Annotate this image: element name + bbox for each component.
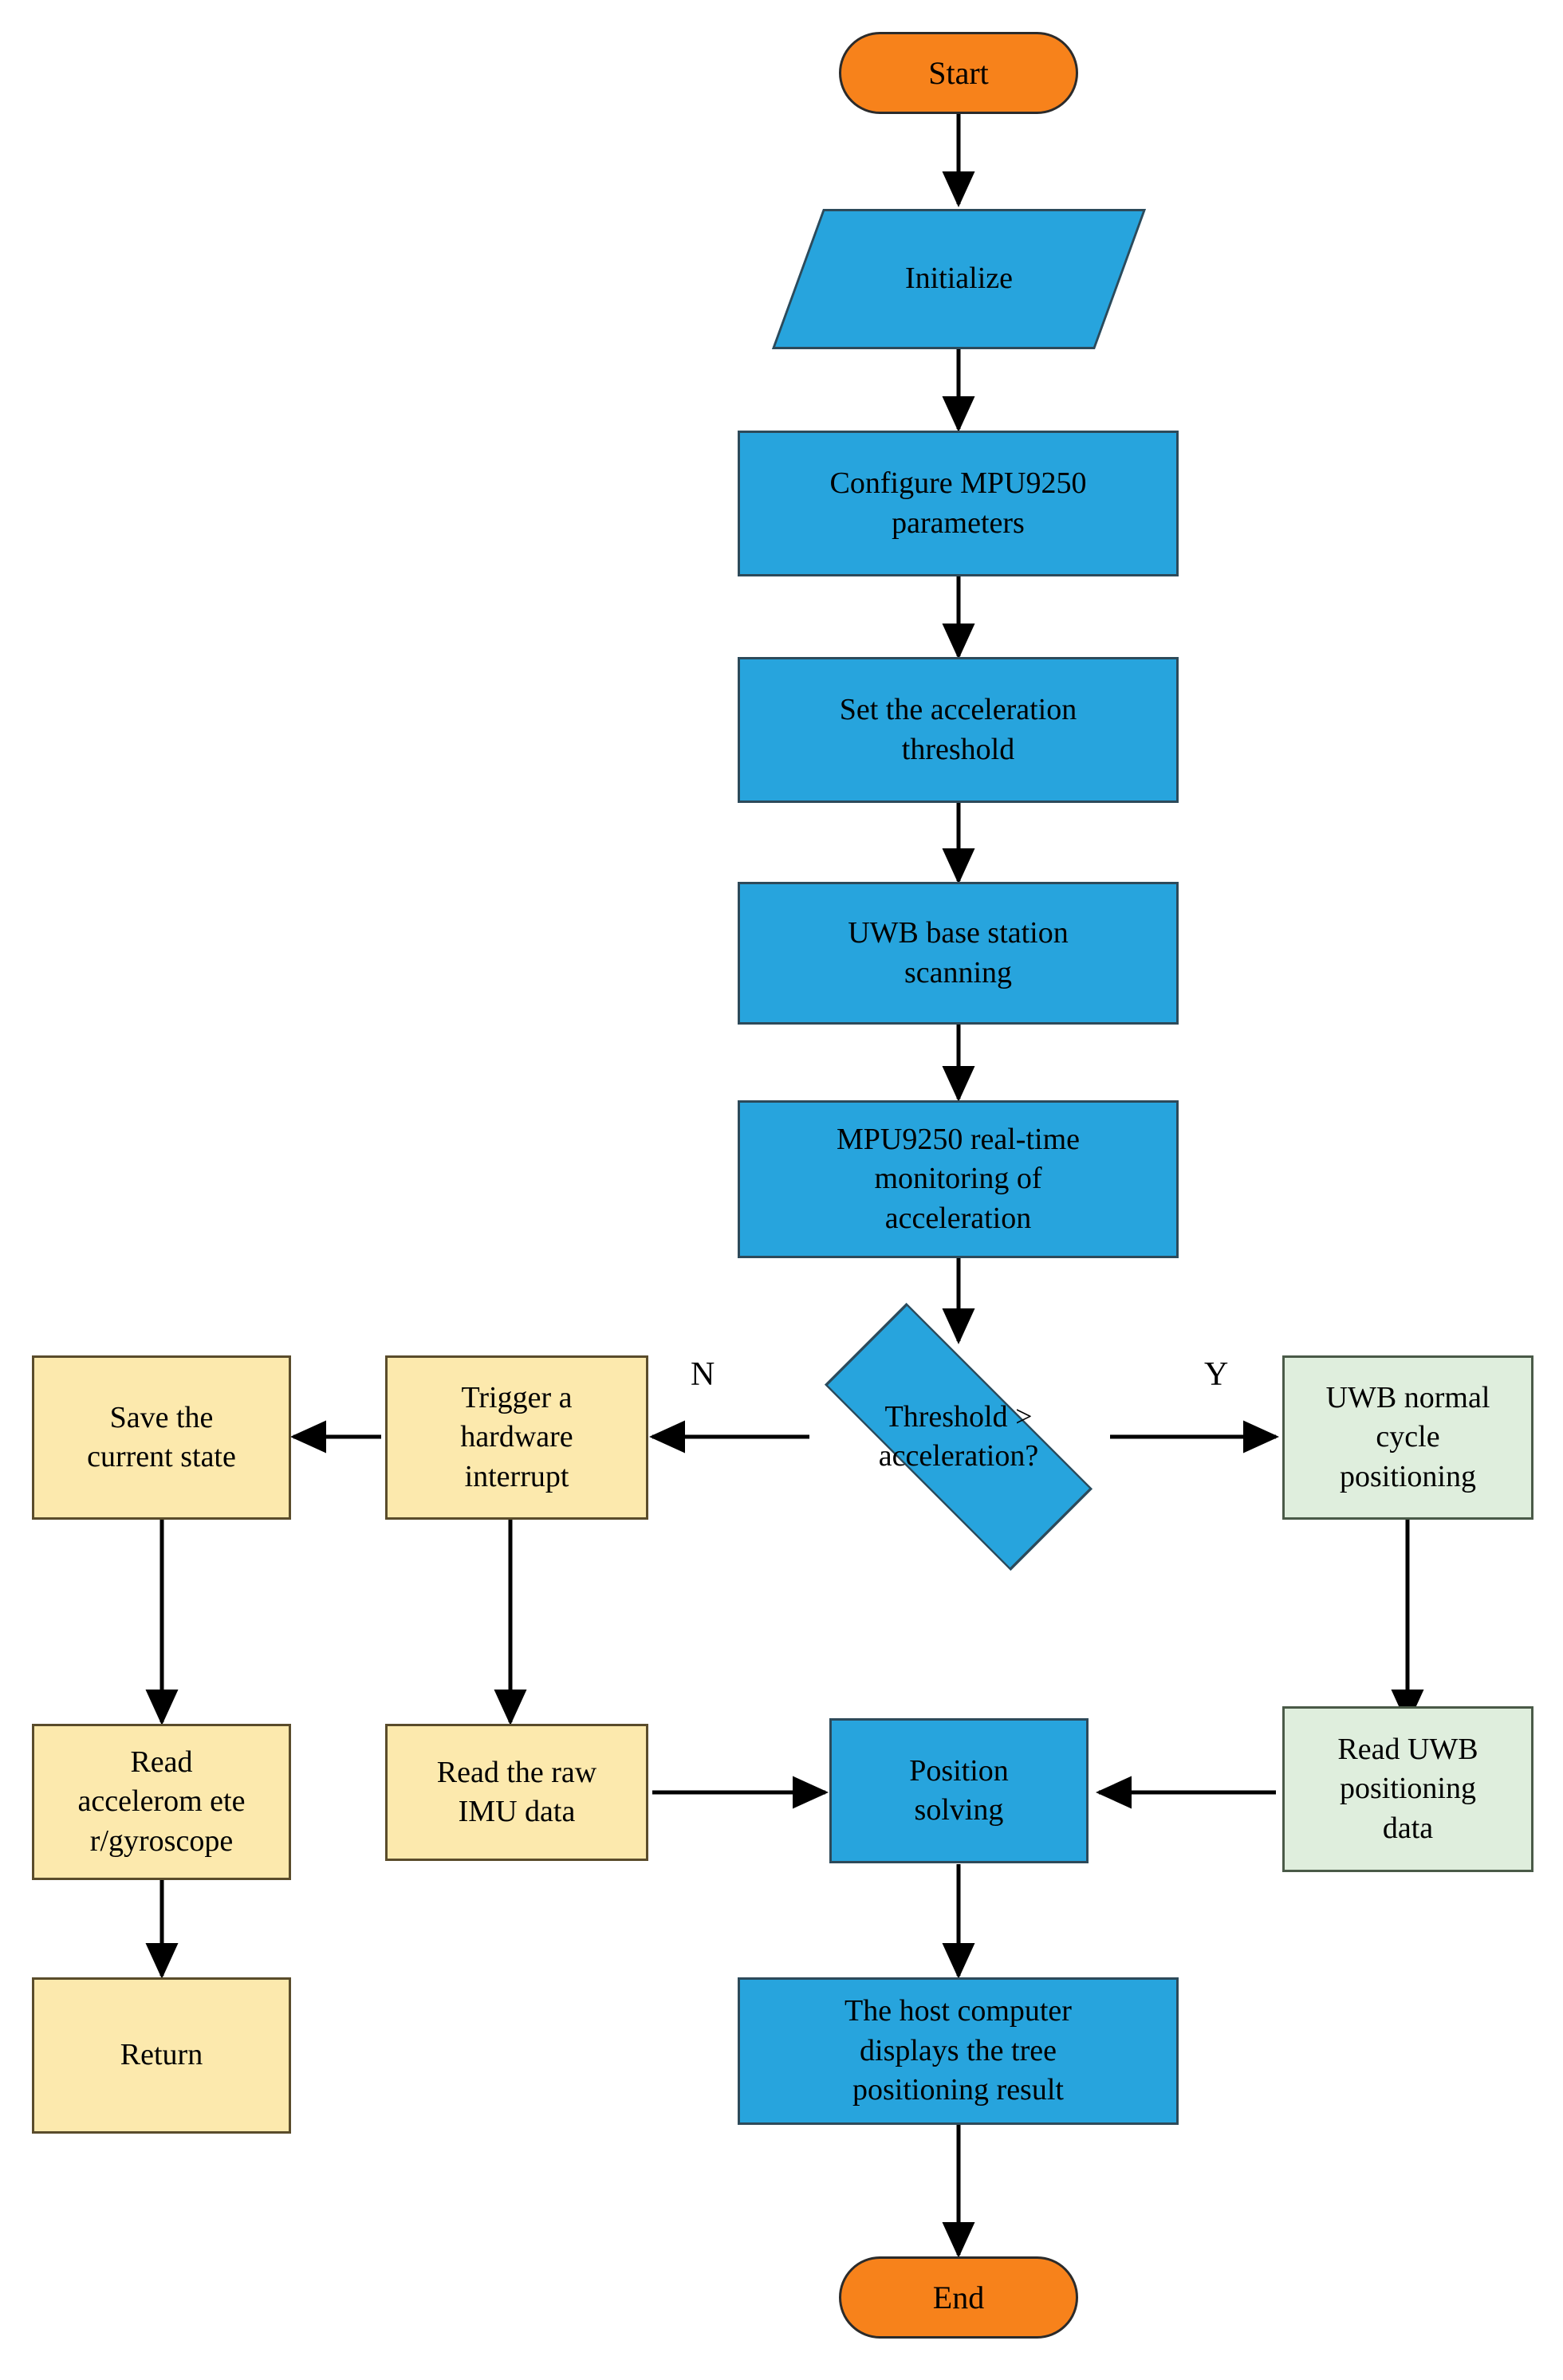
node-set-acceleration-threshold[interactable]: Set the acceleration threshold bbox=[738, 657, 1179, 803]
node-configure-mpu9250[interactable]: Configure MPU9250 parameters bbox=[738, 431, 1179, 576]
branch-label-yes: Y bbox=[1204, 1356, 1229, 1393]
node-configure-mpu9250-label: Configure MPU9250 parameters bbox=[829, 466, 1087, 540]
node-uwb-base-station-scanning[interactable]: UWB base station scanning bbox=[738, 882, 1179, 1025]
node-save-current-state-label: Save the current state bbox=[87, 1400, 236, 1473]
node-end-label: End bbox=[932, 2279, 985, 2315]
node-save-current-state[interactable]: Save the current state bbox=[32, 1355, 291, 1520]
node-return-label: Return bbox=[120, 2038, 203, 2072]
node-uwb-base-station-scanning-label: UWB base station scanning bbox=[848, 916, 1069, 989]
node-mpu9250-realtime-monitoring[interactable]: MPU9250 real-time monitoring of accelera… bbox=[738, 1100, 1179, 1258]
node-host-computer-display[interactable]: The host computer displays the tree posi… bbox=[738, 1977, 1179, 2125]
node-return[interactable]: Return bbox=[32, 1977, 291, 2134]
node-trigger-hardware-interrupt[interactable]: Trigger a hardware interrupt bbox=[385, 1355, 648, 1520]
node-position-solving[interactable]: Position solving bbox=[829, 1718, 1089, 1863]
node-read-uwb-positioning-data[interactable]: Read UWB positioning data bbox=[1282, 1706, 1533, 1872]
node-start-label: Start bbox=[928, 54, 989, 91]
node-initialize-label: Initialize bbox=[904, 262, 1014, 296]
node-decision-threshold-vs-acceleration[interactable]: Threshold > acceleration? bbox=[799, 1303, 1118, 1571]
node-uwb-normal-cycle-positioning-label: UWB normal cycle positioning bbox=[1325, 1380, 1490, 1493]
node-uwb-normal-cycle-positioning[interactable]: UWB normal cycle positioning bbox=[1282, 1355, 1533, 1520]
branch-label-no: N bbox=[691, 1356, 715, 1393]
node-read-accelerometer-gyroscope[interactable]: Read accelerom ete r/gyroscope bbox=[32, 1724, 291, 1880]
node-end[interactable]: End bbox=[839, 2256, 1078, 2339]
node-read-raw-imu-data[interactable]: Read the raw IMU data bbox=[385, 1724, 648, 1861]
node-set-acceleration-threshold-label: Set the acceleration threshold bbox=[839, 693, 1077, 766]
node-decision-threshold-vs-acceleration-label: Threshold > acceleration? bbox=[878, 1399, 1039, 1473]
node-start[interactable]: Start bbox=[839, 32, 1078, 114]
node-position-solving-label: Position solving bbox=[909, 1753, 1009, 1827]
node-trigger-hardware-interrupt-label: Trigger a hardware interrupt bbox=[460, 1380, 573, 1493]
node-read-raw-imu-data-label: Read the raw IMU data bbox=[436, 1755, 597, 1828]
node-mpu9250-realtime-monitoring-label: MPU9250 real-time monitoring of accelera… bbox=[836, 1122, 1080, 1235]
node-host-computer-display-label: The host computer displays the tree posi… bbox=[844, 1994, 1072, 2107]
node-read-accelerometer-gyroscope-label: Read accelerom ete r/gyroscope bbox=[77, 1745, 246, 1858]
node-initialize[interactable]: Initialize bbox=[771, 209, 1147, 349]
node-read-uwb-positioning-data-label: Read UWB positioning data bbox=[1337, 1732, 1478, 1845]
